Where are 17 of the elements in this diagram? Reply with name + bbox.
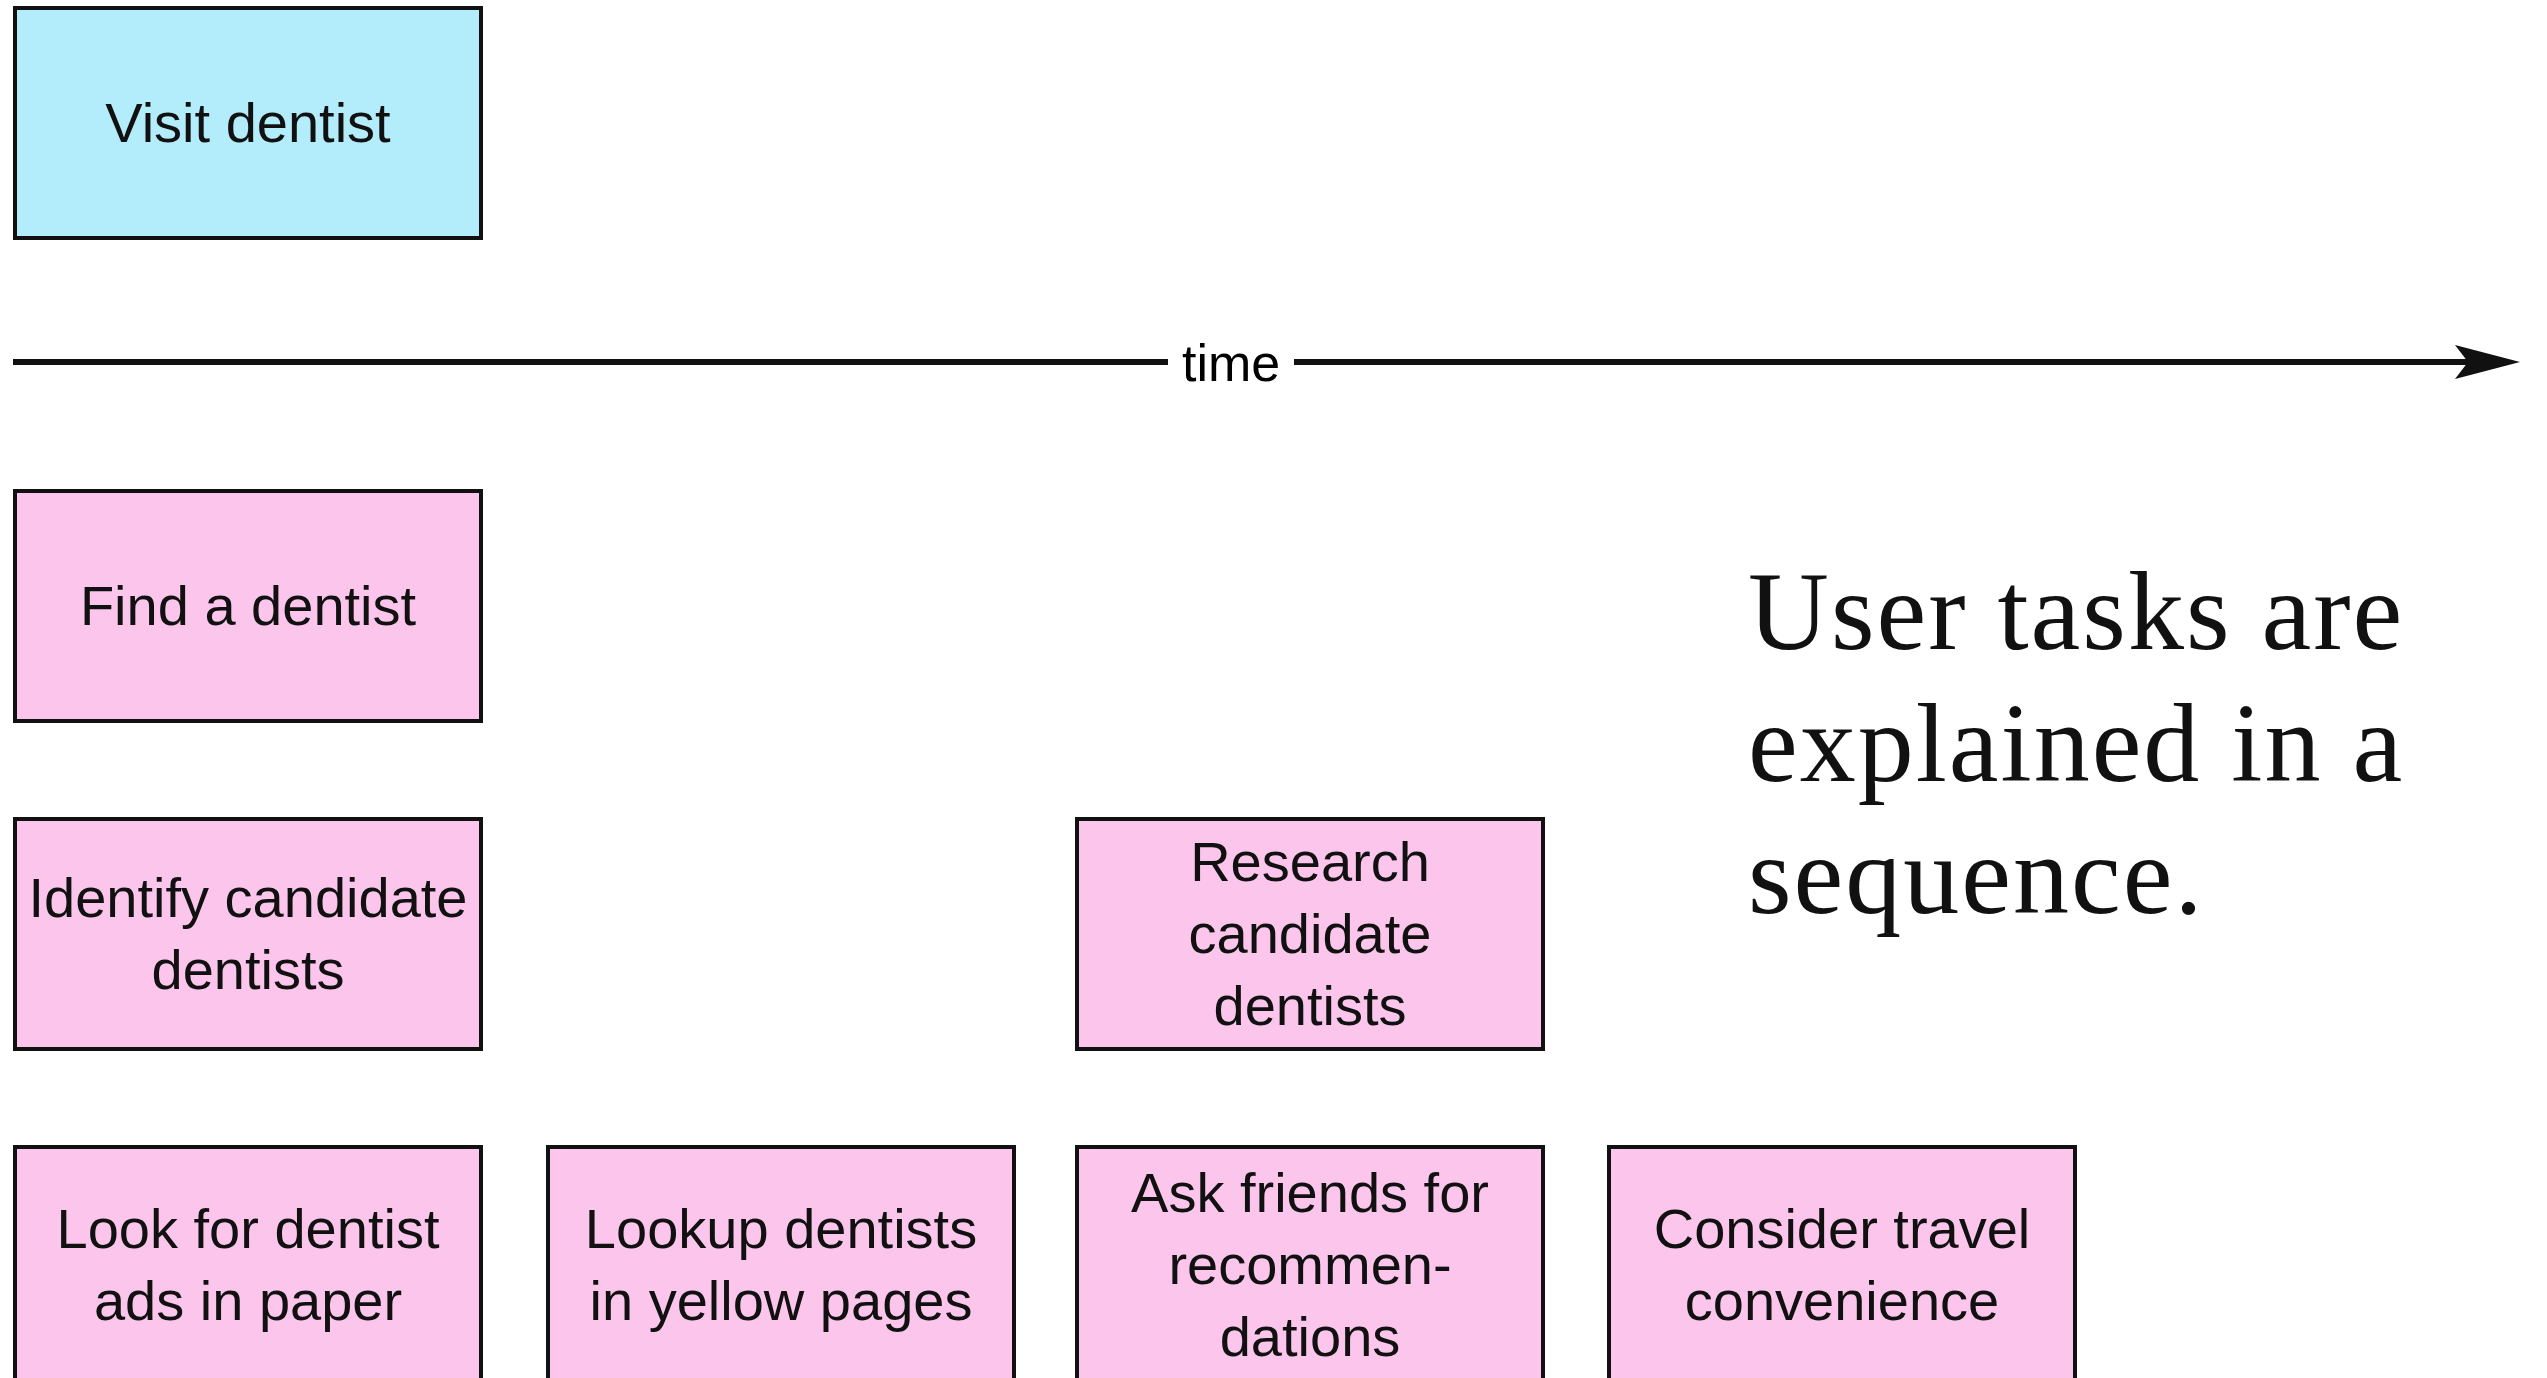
task-box	[13, 489, 483, 723]
task-box	[13, 817, 483, 1051]
task-label: Research candidate dentists	[1187, 829, 1433, 1039]
task-label: Identify candidate dentists	[27, 865, 469, 1003]
note-text: User tasks are explained in a sequence.	[1748, 548, 2406, 939]
task-label: Look for dentist ads in paper	[55, 1195, 441, 1334]
task-label: Ask friends for recommen-dations	[1130, 1159, 1490, 1370]
task-label: Find a dentist	[78, 573, 418, 639]
task-box	[13, 1145, 483, 1378]
task-box	[546, 1145, 1016, 1378]
task-label: Visit dentist	[104, 90, 392, 156]
task-box	[1075, 1145, 1545, 1378]
task-label: Consider travel convenience	[1652, 1195, 2032, 1334]
task-box	[13, 6, 483, 240]
task-label: Lookup dentists in yellow pages	[583, 1195, 979, 1334]
task-box	[1607, 1145, 2077, 1378]
task-box	[1075, 817, 1545, 1051]
